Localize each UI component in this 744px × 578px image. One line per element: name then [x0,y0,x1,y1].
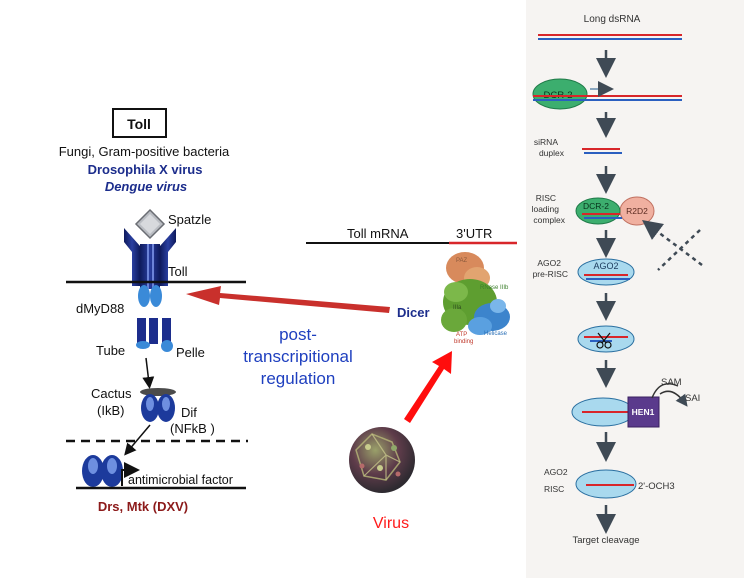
tube-cap [136,341,150,349]
risc-label-2: loading [532,204,560,214]
hen1-label: HEN1 [632,407,655,417]
atp-domain-label-2: binding [454,339,473,345]
toll-receptor-label: Toll [168,264,188,279]
dicer-to-toll-arrow [186,286,390,313]
virus-particle [349,427,415,493]
nfkb-label: (NFkB ) [170,421,215,436]
virus-to-dicer-arrow [404,351,452,423]
regulation-line-2: transcripitional [243,347,353,366]
r2d2-label: R2D2 [626,206,648,216]
toll-receptor-right-arm [160,228,176,286]
ago2-cleavage [577,325,635,353]
tube-label: Tube [96,343,125,358]
sam-label: SAM [661,377,682,388]
sah-arrow [659,390,688,407]
rnase-domain-label: RNase IIIb [480,285,509,291]
tube-part-2 [149,318,158,344]
arrow-to-nucleus [124,424,151,456]
risc-label-1: RISC [536,193,556,203]
pelle-label: Pelle [176,345,205,360]
paz-domain-label: PAZ [456,258,468,264]
toll-receptor-stem [140,244,160,289]
cactus-label: Cactus [91,386,132,401]
dmyd88-label: dMyD88 [76,301,124,316]
ago2-pre-risc-label: AGO2 [593,261,618,271]
toll-mrna-label: Toll mRNA [347,226,409,241]
scissors-icon [596,332,612,349]
sam-curve [651,383,679,399]
tube-part-1 [137,318,146,344]
risc-label-3: complex [533,215,565,225]
dotted-cross-2 [642,220,703,266]
toll-pathway: Toll Fungi, Gram-positive bacteria Droso… [59,108,248,514]
dcr2-enzyme [532,78,588,110]
toll-receptor-left-arm [124,228,140,286]
ago2-risc-label-2: RISC [544,484,564,494]
center-section: Toll mRNA 3'UTR PAZ RNase IIIb IIIa ATP … [186,226,517,532]
arrow-to-cactus [142,357,155,389]
regulation-line-3: regulation [261,369,336,388]
dicer-label: Dicer [397,305,430,320]
dotted-cross-1 [657,229,701,271]
atp-domain-label-1: ATP [456,332,467,338]
ago2-risc-label-1: AGO2 [544,467,568,477]
toll-label-box [112,108,167,138]
pelle-part [162,318,171,344]
virus-name-1: Drosophila X virus [88,162,203,177]
helicase-domain-label: Helicase [484,331,508,337]
dmyd88-right [150,285,162,307]
regulation-line-1: post- [279,325,317,344]
ligands-text: Fungi, Gram-positive bacteria [59,144,230,159]
target-cleavage-label: Target cleavage [572,535,639,546]
virus-name-2: Dengue virus [105,179,187,194]
ago2-pre-label-1: AGO2 [537,258,561,268]
antimicrobial-outputs: Drs, Mtk (DXV) [98,499,188,514]
virus-label: Virus [373,515,409,532]
sah-label: SAI [685,393,700,404]
long-dsrna-label: Long dsRNA [584,14,641,25]
utr-label: 3'UTR [456,226,492,241]
hen1-protein [627,396,660,428]
spatzle-label: Spatzle [168,212,211,227]
rnai-pathway: Long dsRNA DCR-2 siRNA duplex RISC loadi… [532,14,703,546]
och3-label: 2'-OCH3 [638,481,675,492]
sirna-label-1: siRNA [534,137,558,147]
ikb-label: (IkB) [97,403,124,418]
sirna-label-2: duplex [539,148,565,158]
spatzle-highlight [140,214,160,234]
gene-label: antimicrobial factor [128,473,233,487]
pelle-cap [161,340,173,352]
dif-label: Dif [181,405,197,420]
cactus-shape [140,388,176,396]
toll-box-label: Toll [127,116,151,132]
dicer-protein [441,252,510,335]
promoter-arrow [121,462,140,486]
iiia-domain-label: IIIa [453,305,462,311]
ago2-pre-label-2: pre-RISC [533,269,568,279]
risc-dcr2-label: DCR-2 [583,201,609,211]
dmyd88-left [138,285,150,307]
